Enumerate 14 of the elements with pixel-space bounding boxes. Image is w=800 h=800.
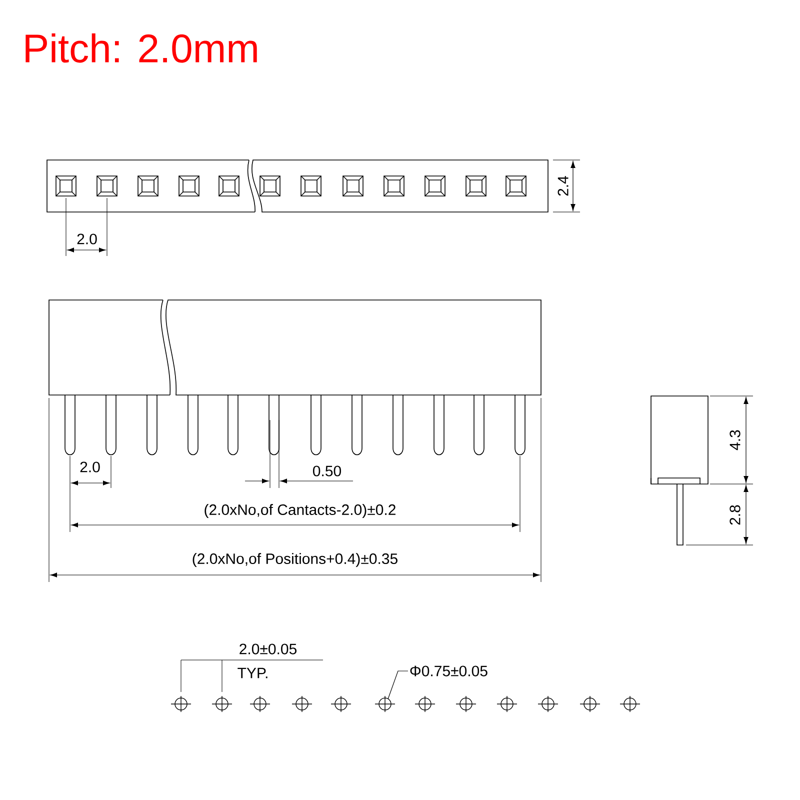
dimension-label: TYP. (236, 666, 270, 680)
dimension-label: (2.0xNo,of Positions+0.4)±0.35 (190, 552, 400, 568)
callout-text: Φ0.75±0.05 (410, 666, 488, 676)
leader-line (388, 670, 408, 699)
dimension-label: 2.0 (76, 232, 98, 246)
hole-symbol (374, 696, 396, 712)
dimension-label: 2.4 (556, 174, 570, 198)
dimension-label: 2.8 (728, 504, 742, 526)
title: Pitch: 2.0mm (26, 33, 257, 63)
dimension-label: 2.0 (78, 460, 102, 474)
dimension-label: 4.3 (728, 428, 742, 452)
dimension-label: (2.0xNo,of Cantacts-2.0)±0.2 (202, 503, 398, 519)
dimension-label: 2.0±0.05 (238, 642, 298, 656)
dimension-label: 0.50 (311, 464, 343, 478)
